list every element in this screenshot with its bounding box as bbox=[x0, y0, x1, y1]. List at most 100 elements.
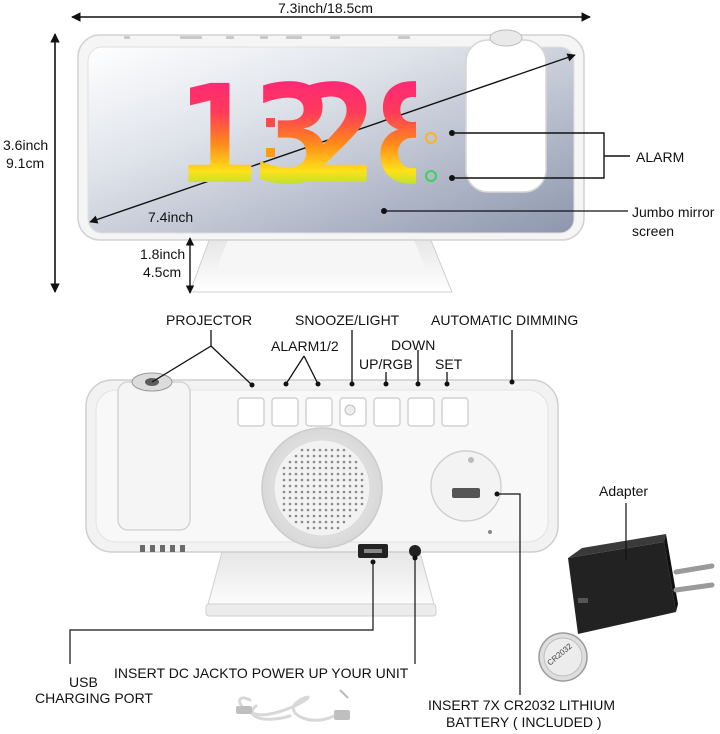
speaker-hole bbox=[312, 454, 316, 458]
speaker-hole bbox=[282, 472, 286, 476]
diagonal-arrow bbox=[89, 53, 576, 224]
speaker-hole bbox=[288, 466, 292, 470]
speaker-hole bbox=[294, 484, 298, 488]
speaker-hole bbox=[306, 490, 310, 494]
speaker-hole bbox=[342, 502, 346, 506]
speaker-hole bbox=[318, 466, 322, 470]
alarm12-label: ALARM1/2 bbox=[271, 338, 339, 354]
power-adapter bbox=[568, 534, 715, 634]
battery-leader bbox=[497, 493, 521, 695]
speaker-hole bbox=[342, 478, 346, 482]
speaker-hole bbox=[354, 502, 358, 506]
speaker-hole bbox=[342, 496, 346, 500]
speaker-hole bbox=[330, 526, 334, 530]
speaker-hole bbox=[306, 460, 310, 464]
speaker-hole bbox=[342, 472, 346, 476]
speaker-hole bbox=[354, 478, 358, 482]
speaker-hole bbox=[336, 508, 340, 512]
speaker-hole bbox=[312, 460, 316, 464]
speaker-hole bbox=[294, 478, 298, 482]
speaker-hole bbox=[306, 514, 310, 518]
speaker-hole bbox=[354, 490, 358, 494]
speaker-hole bbox=[354, 484, 358, 488]
speaker-hole bbox=[312, 496, 316, 500]
speaker-hole bbox=[312, 508, 316, 512]
speaker-hole bbox=[330, 454, 334, 458]
speaker-hole bbox=[312, 466, 316, 470]
speaker-hole bbox=[336, 502, 340, 506]
speaker-hole bbox=[318, 484, 322, 488]
speaker-hole bbox=[312, 502, 316, 506]
speaker-hole bbox=[342, 490, 346, 494]
button-2 bbox=[271, 397, 299, 427]
speaker-hole bbox=[312, 472, 316, 476]
speaker-hole bbox=[342, 484, 346, 488]
speaker-hole bbox=[324, 514, 328, 518]
speaker-hole bbox=[300, 514, 304, 518]
mirror-label-line2: screen bbox=[632, 223, 675, 239]
speaker-hole bbox=[294, 502, 298, 506]
speaker-hole bbox=[336, 466, 340, 470]
dc-jack-label: INSERT DC JACKTO POWER UP YOUR UNIT bbox=[114, 665, 409, 681]
coin-cell-battery bbox=[538, 632, 588, 682]
speaker-hole bbox=[300, 448, 304, 452]
speaker-hole bbox=[348, 484, 352, 488]
speaker-hole bbox=[294, 490, 298, 494]
time-minutes: 28 bbox=[296, 60, 416, 200]
speaker-hole bbox=[288, 460, 292, 464]
speaker-hole bbox=[324, 490, 328, 494]
speaker-hole bbox=[342, 460, 346, 464]
usb-label-line1: USB bbox=[69, 674, 98, 690]
speaker-hole bbox=[306, 466, 310, 470]
speaker-hole bbox=[330, 520, 334, 524]
width-label: 7.3inch/18.5cm bbox=[278, 0, 373, 16]
speaker-hole bbox=[330, 448, 334, 452]
speaker-hole bbox=[348, 514, 352, 518]
back-stand bbox=[205, 551, 437, 613]
speaker-hole bbox=[360, 490, 364, 494]
speaker-hole bbox=[300, 484, 304, 488]
speaker-hole bbox=[300, 460, 304, 464]
speaker-hole bbox=[288, 496, 292, 500]
adapter-label: Adapter bbox=[599, 483, 649, 499]
speaker-hole bbox=[282, 496, 286, 500]
speaker-hole bbox=[306, 448, 310, 452]
speaker-hole bbox=[330, 466, 334, 470]
clock-time-display: 13 28 bbox=[176, 60, 416, 200]
speaker-hole bbox=[354, 508, 358, 512]
alarm1-icon bbox=[425, 132, 437, 144]
speaker-hole bbox=[288, 508, 292, 512]
diagonal-label: 7.4inch bbox=[148, 209, 194, 225]
speaker-hole bbox=[318, 448, 322, 452]
speaker-hole bbox=[312, 526, 316, 530]
speaker-hole bbox=[312, 514, 316, 518]
speaker-hole bbox=[324, 502, 328, 506]
speaker-hole bbox=[324, 448, 328, 452]
button-3 bbox=[305, 397, 333, 427]
speaker-hole bbox=[348, 466, 352, 470]
projector-arm bbox=[117, 381, 191, 531]
vent-slots bbox=[140, 545, 185, 552]
speaker-hole bbox=[288, 502, 292, 506]
speaker-hole bbox=[354, 472, 358, 476]
speaker-hole bbox=[330, 460, 334, 464]
alarm2-icon bbox=[425, 170, 437, 182]
speaker-hole bbox=[354, 496, 358, 500]
speaker-hole bbox=[288, 490, 292, 494]
speaker-hole bbox=[300, 490, 304, 494]
speaker-hole bbox=[330, 478, 334, 482]
battery-compartment bbox=[430, 450, 502, 522]
speaker-hole bbox=[306, 478, 310, 482]
projector-module bbox=[465, 39, 547, 193]
automatic-dimming-label: AUTOMATIC DIMMING bbox=[431, 312, 579, 328]
speaker-hole bbox=[300, 454, 304, 458]
speaker-hole bbox=[360, 496, 364, 500]
speaker-hole bbox=[348, 508, 352, 512]
speaker-hole bbox=[306, 454, 310, 458]
speaker-hole bbox=[336, 514, 340, 518]
usb-cable bbox=[238, 695, 336, 722]
speaker-hole bbox=[324, 472, 328, 476]
up-rgb-label: UP/RGB bbox=[359, 356, 413, 372]
speaker-hole bbox=[300, 520, 304, 524]
speaker-hole bbox=[300, 472, 304, 476]
